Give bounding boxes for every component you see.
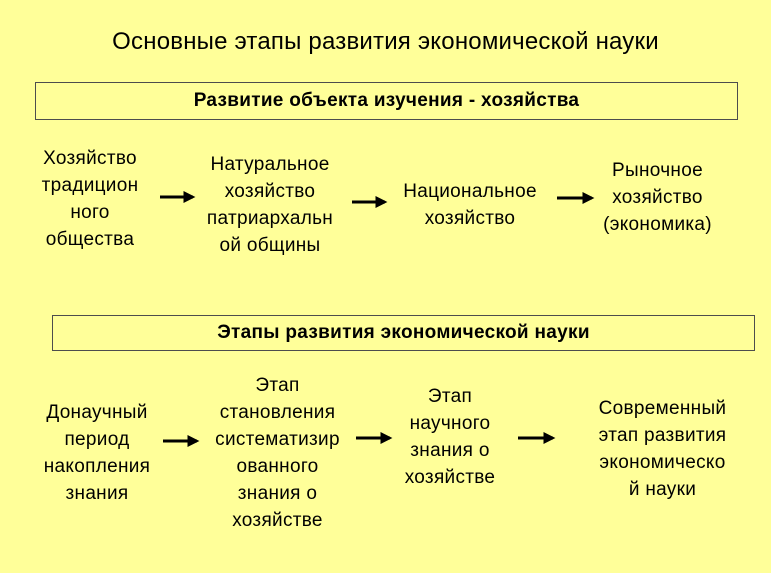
stage-line: знания о <box>410 440 490 461</box>
stage-line: знания <box>65 483 129 504</box>
stage-line: Национальное <box>403 181 537 202</box>
stage-national-economy: Национальное хозяйство <box>380 178 560 232</box>
stage-prescientific-period: Донаучный период накопления знания <box>22 399 172 507</box>
stage-line: накопления <box>43 456 151 477</box>
stage-line: хозяйство <box>612 187 703 208</box>
stage-line: й науки <box>628 479 697 500</box>
stage-line: этап развития <box>598 425 727 446</box>
stage-line: Современный <box>598 398 727 419</box>
stage-line: хозяйстве <box>404 467 496 488</box>
section1-heading-text: Развитие объекта изучения - хозяйства <box>193 90 580 111</box>
stage-line: Натуральное <box>210 154 330 175</box>
stage-line: хозяйство <box>424 208 516 229</box>
diagram-title: Основные этапы развития экономической на… <box>112 28 659 55</box>
stage-line: ой общины <box>219 235 321 256</box>
stage-line: период <box>64 429 130 450</box>
stage-systematized-knowledge: Этап становления систематизир ованного з… <box>190 372 365 534</box>
section1-heading: Развитие объекта изучения - хозяйства <box>35 82 738 120</box>
stage-line: Этап <box>255 375 300 396</box>
stage-line: научного <box>409 413 491 434</box>
stage-line: хозяйство <box>224 181 316 202</box>
stage-line: становления <box>219 402 336 423</box>
stage-line: патриархальн <box>206 208 334 229</box>
stage-market-economy: Рыночное хозяйство (экономика) <box>580 157 735 238</box>
stage-modern-economics: Современный этап развития экономическо й… <box>575 395 750 503</box>
section2-heading: Этапы развития экономической науки <box>52 315 755 351</box>
stage-line: хозяйстве <box>232 510 323 531</box>
stage-line: общества <box>45 229 135 250</box>
section2-heading-text: Этапы развития экономической науки <box>217 322 590 343</box>
stage-line: Рыночное <box>612 160 703 181</box>
stage-line: Донаучный <box>46 402 148 423</box>
stage-line: (экономика) <box>603 214 712 235</box>
stage-scientific-knowledge: Этап научного знания о хозяйстве <box>380 383 520 491</box>
stage-line: знания о <box>237 483 318 504</box>
stage-natural-economy: Натуральное хозяйство патриархальн ой об… <box>180 151 360 259</box>
stage-line: Хозяйство <box>43 148 137 169</box>
stage-line: экономическо <box>599 452 726 473</box>
stage-line: Этап <box>427 386 473 407</box>
stage-line: ного <box>70 202 110 223</box>
stage-traditional-economy: Хозяйство традицион ного общества <box>18 145 162 253</box>
stage-line: традицион <box>41 175 139 196</box>
stage-line: ованного <box>236 456 319 477</box>
stage-line: систематизир <box>215 429 340 450</box>
